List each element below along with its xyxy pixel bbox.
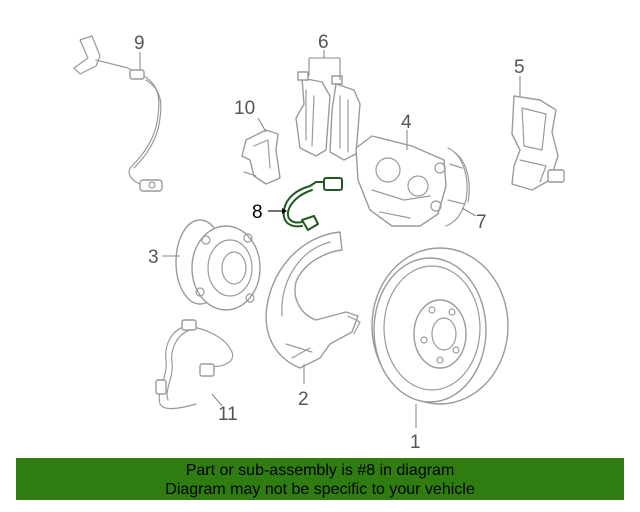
callout-10: 10 <box>234 98 255 119</box>
callout-3: 3 <box>148 247 159 268</box>
callout-11: 11 <box>218 404 238 425</box>
callout-7: 7 <box>476 212 487 233</box>
banner-line-1: Part or sub-assembly is #8 in diagram <box>185 462 455 479</box>
part-10-retaining-clip[interactable] <box>241 129 281 185</box>
part-9-abs-sensor[interactable] <box>73 35 163 192</box>
info-banner: Part or sub-assembly is #8 in diagram Di… <box>16 458 624 500</box>
callout-5: 5 <box>514 57 525 78</box>
part-5-caliper-bracket[interactable] <box>511 95 565 191</box>
callout-2: 2 <box>298 389 309 410</box>
callout-9: 9 <box>134 33 145 54</box>
callout-6: 6 <box>318 32 329 53</box>
part-3-wheel-hub[interactable] <box>175 219 261 311</box>
banner-line-2: Diagram may not be specific to your vehi… <box>165 481 475 498</box>
part-2-dust-shield[interactable] <box>265 231 361 369</box>
part-4-brake-caliper[interactable] <box>355 135 447 227</box>
part-6-brake-pads[interactable] <box>295 71 361 161</box>
part-11-sensor-harness[interactable] <box>155 319 234 410</box>
part-8-pad-wear-sensor[interactable] <box>282 177 343 231</box>
part-1-brake-rotor[interactable] <box>371 247 509 405</box>
brake-parts-diagram: 9 6 10 4 5 7 <box>73 32 565 453</box>
callout-4: 4 <box>401 112 412 133</box>
callout-8: 8 <box>252 202 263 223</box>
part-7-anti-rattle-spring[interactable] <box>445 147 470 227</box>
callout-1: 1 <box>410 432 421 453</box>
